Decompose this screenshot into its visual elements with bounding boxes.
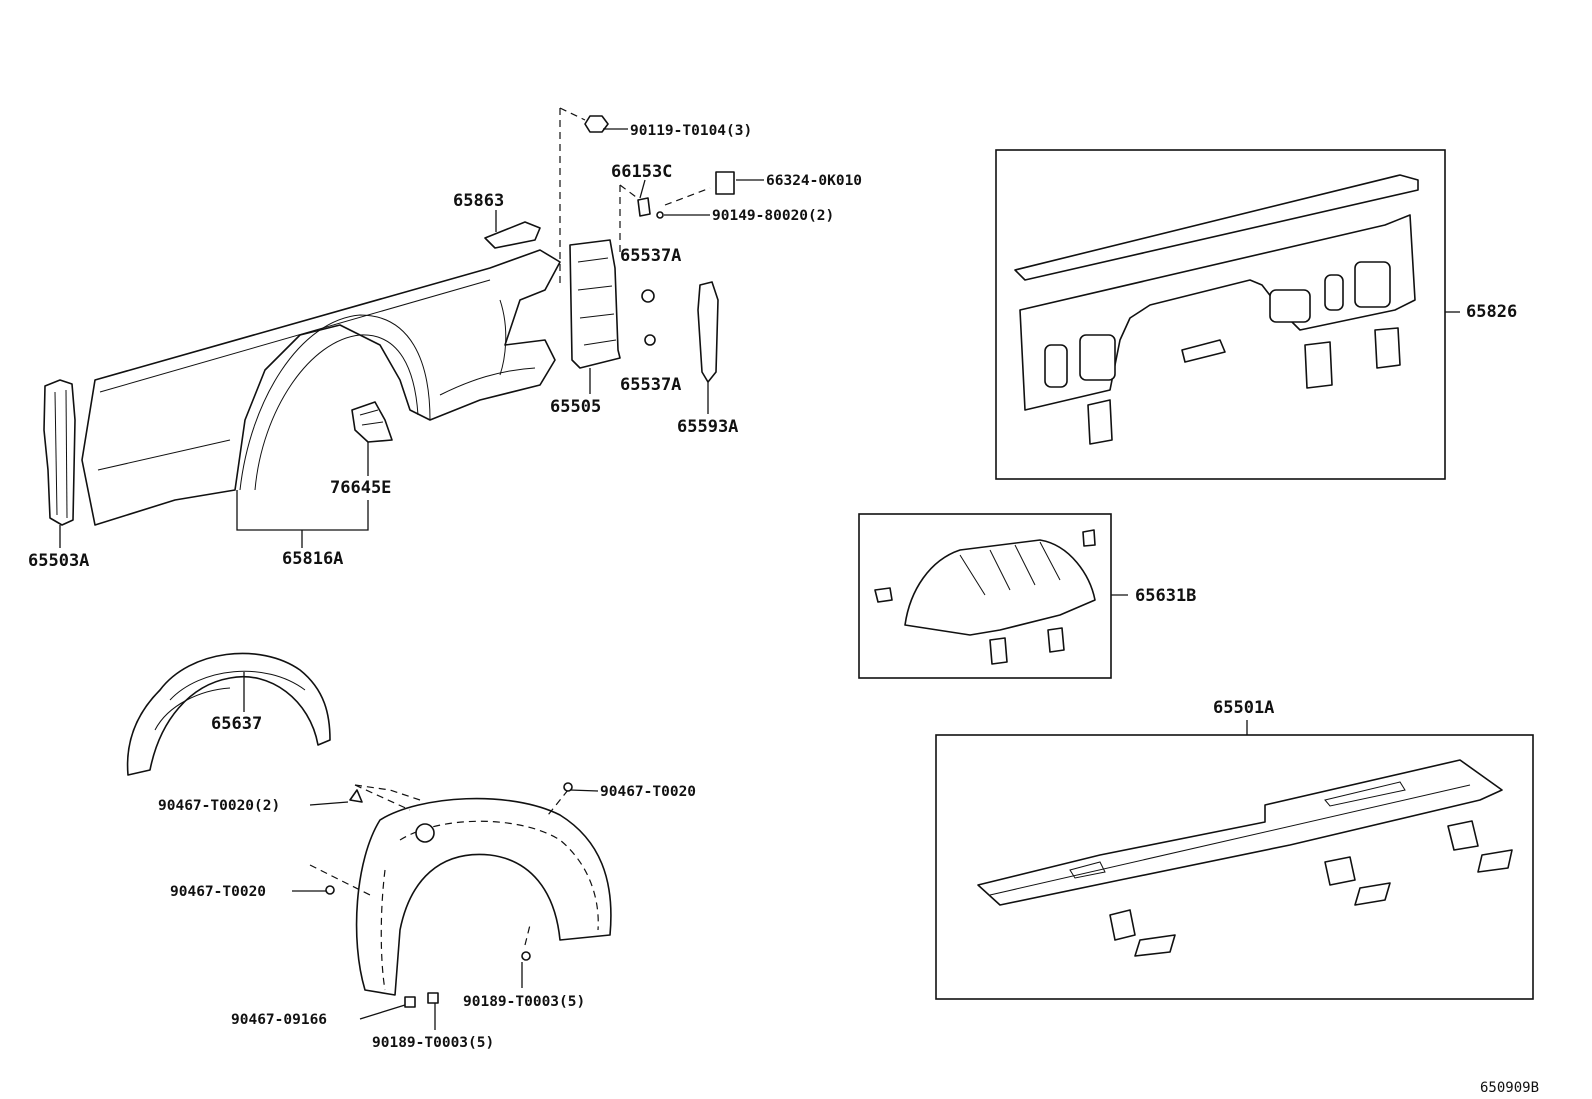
label-65537a-bottom: 65537A — [620, 375, 681, 395]
label-65826: 65826 — [1466, 302, 1517, 322]
label-65503a: 65503A — [28, 551, 89, 571]
label-66153c: 66153C — [611, 162, 672, 182]
label-65501a: 65501A — [1213, 698, 1274, 718]
label-66324-0k010: 66324-0K010 — [766, 173, 862, 189]
label-90189-t0003-a: 90189-T0003(5) — [463, 994, 585, 1010]
label-65816a: 65816A — [282, 549, 343, 569]
label-90467-t0020-2: 90467-T0020(2) — [158, 798, 280, 814]
label-65537a-top: 65537A — [620, 246, 681, 266]
box-65501a — [935, 734, 1534, 1000]
label-90149-80020: 90149-80020(2) — [712, 208, 834, 224]
floor-65501a — [977, 759, 1513, 957]
leader-lines — [59, 128, 764, 1030]
label-90467-09166: 90467-09166 — [231, 1012, 327, 1028]
label-76645e: 76645E — [330, 478, 391, 498]
diagram-id: 650909B — [1480, 1080, 1539, 1096]
fender-liner — [355, 797, 612, 996]
label-90467-t0020-b: 90467-T0020 — [170, 884, 266, 900]
label-65863: 65863 — [453, 191, 504, 211]
label-90467-t0020-a: 90467-T0020 — [600, 784, 696, 800]
inner-panel-65826 — [1014, 174, 1419, 445]
label-65637: 65637 — [211, 714, 262, 734]
liner-clips — [325, 782, 573, 1008]
box-65826 — [995, 149, 1446, 480]
cap-65863 — [484, 221, 541, 249]
label-65505: 65505 — [550, 397, 601, 417]
pillar-65503a — [43, 379, 76, 526]
bracket-76645e — [351, 401, 393, 443]
label-65631b: 65631B — [1135, 586, 1196, 606]
label-65593a: 65593A — [677, 417, 738, 437]
wheelhouse-65631b — [874, 529, 1096, 665]
label-90189-t0003-b: 90189-T0003(5) — [372, 1035, 494, 1051]
panel-65505 — [569, 239, 621, 369]
strip-65593a — [697, 281, 719, 383]
wheelhouse-65637 — [126, 652, 331, 776]
box-65631b — [858, 513, 1112, 679]
side-panel-65816a — [81, 249, 561, 526]
label-90119-t0104: 90119-T0104(3) — [630, 123, 752, 139]
clips — [584, 115, 735, 346]
